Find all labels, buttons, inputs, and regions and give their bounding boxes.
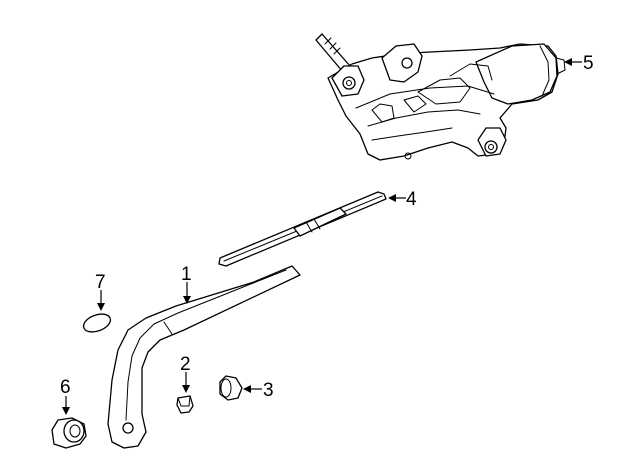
callout-7: 7 — [95, 272, 106, 293]
pivot-cover[interactable] — [219, 375, 243, 401]
arm-cap[interactable] — [81, 311, 113, 336]
callout-3: 3 — [263, 380, 274, 401]
callout-6: 6 — [60, 377, 71, 398]
callout-1: 1 — [181, 264, 192, 285]
wiper-arm[interactable] — [107, 265, 301, 449]
wiper-blade[interactable] — [218, 191, 387, 267]
callout-2: 2 — [180, 354, 191, 375]
grommet[interactable] — [51, 417, 87, 449]
callout-5: 5 — [583, 53, 594, 74]
callout-leaders — [62, 58, 582, 415]
nut[interactable] — [176, 395, 194, 414]
callout-4: 4 — [406, 189, 417, 210]
wiper-motor-assembly[interactable] — [315, 33, 566, 161]
